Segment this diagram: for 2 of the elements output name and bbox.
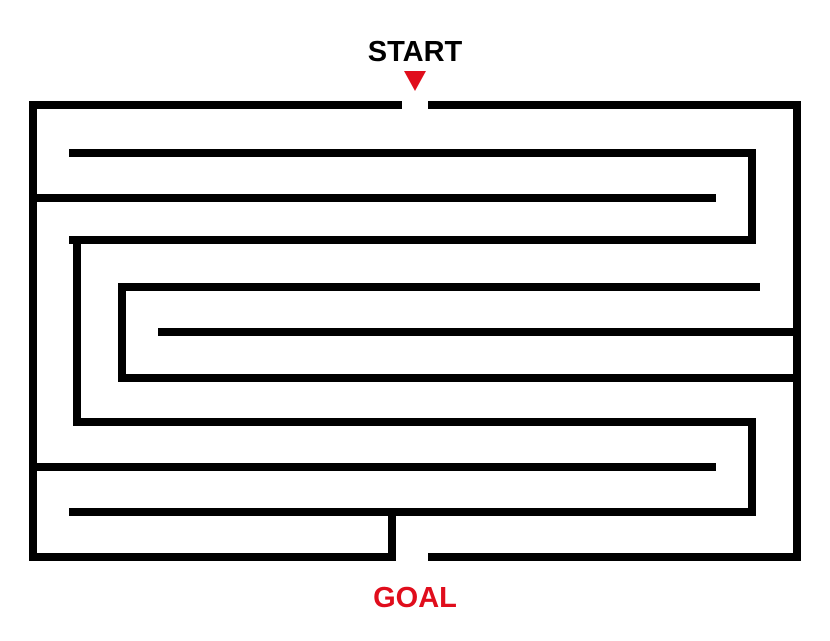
goal-label: GOAL bbox=[373, 584, 457, 613]
start-label: START bbox=[368, 38, 462, 67]
